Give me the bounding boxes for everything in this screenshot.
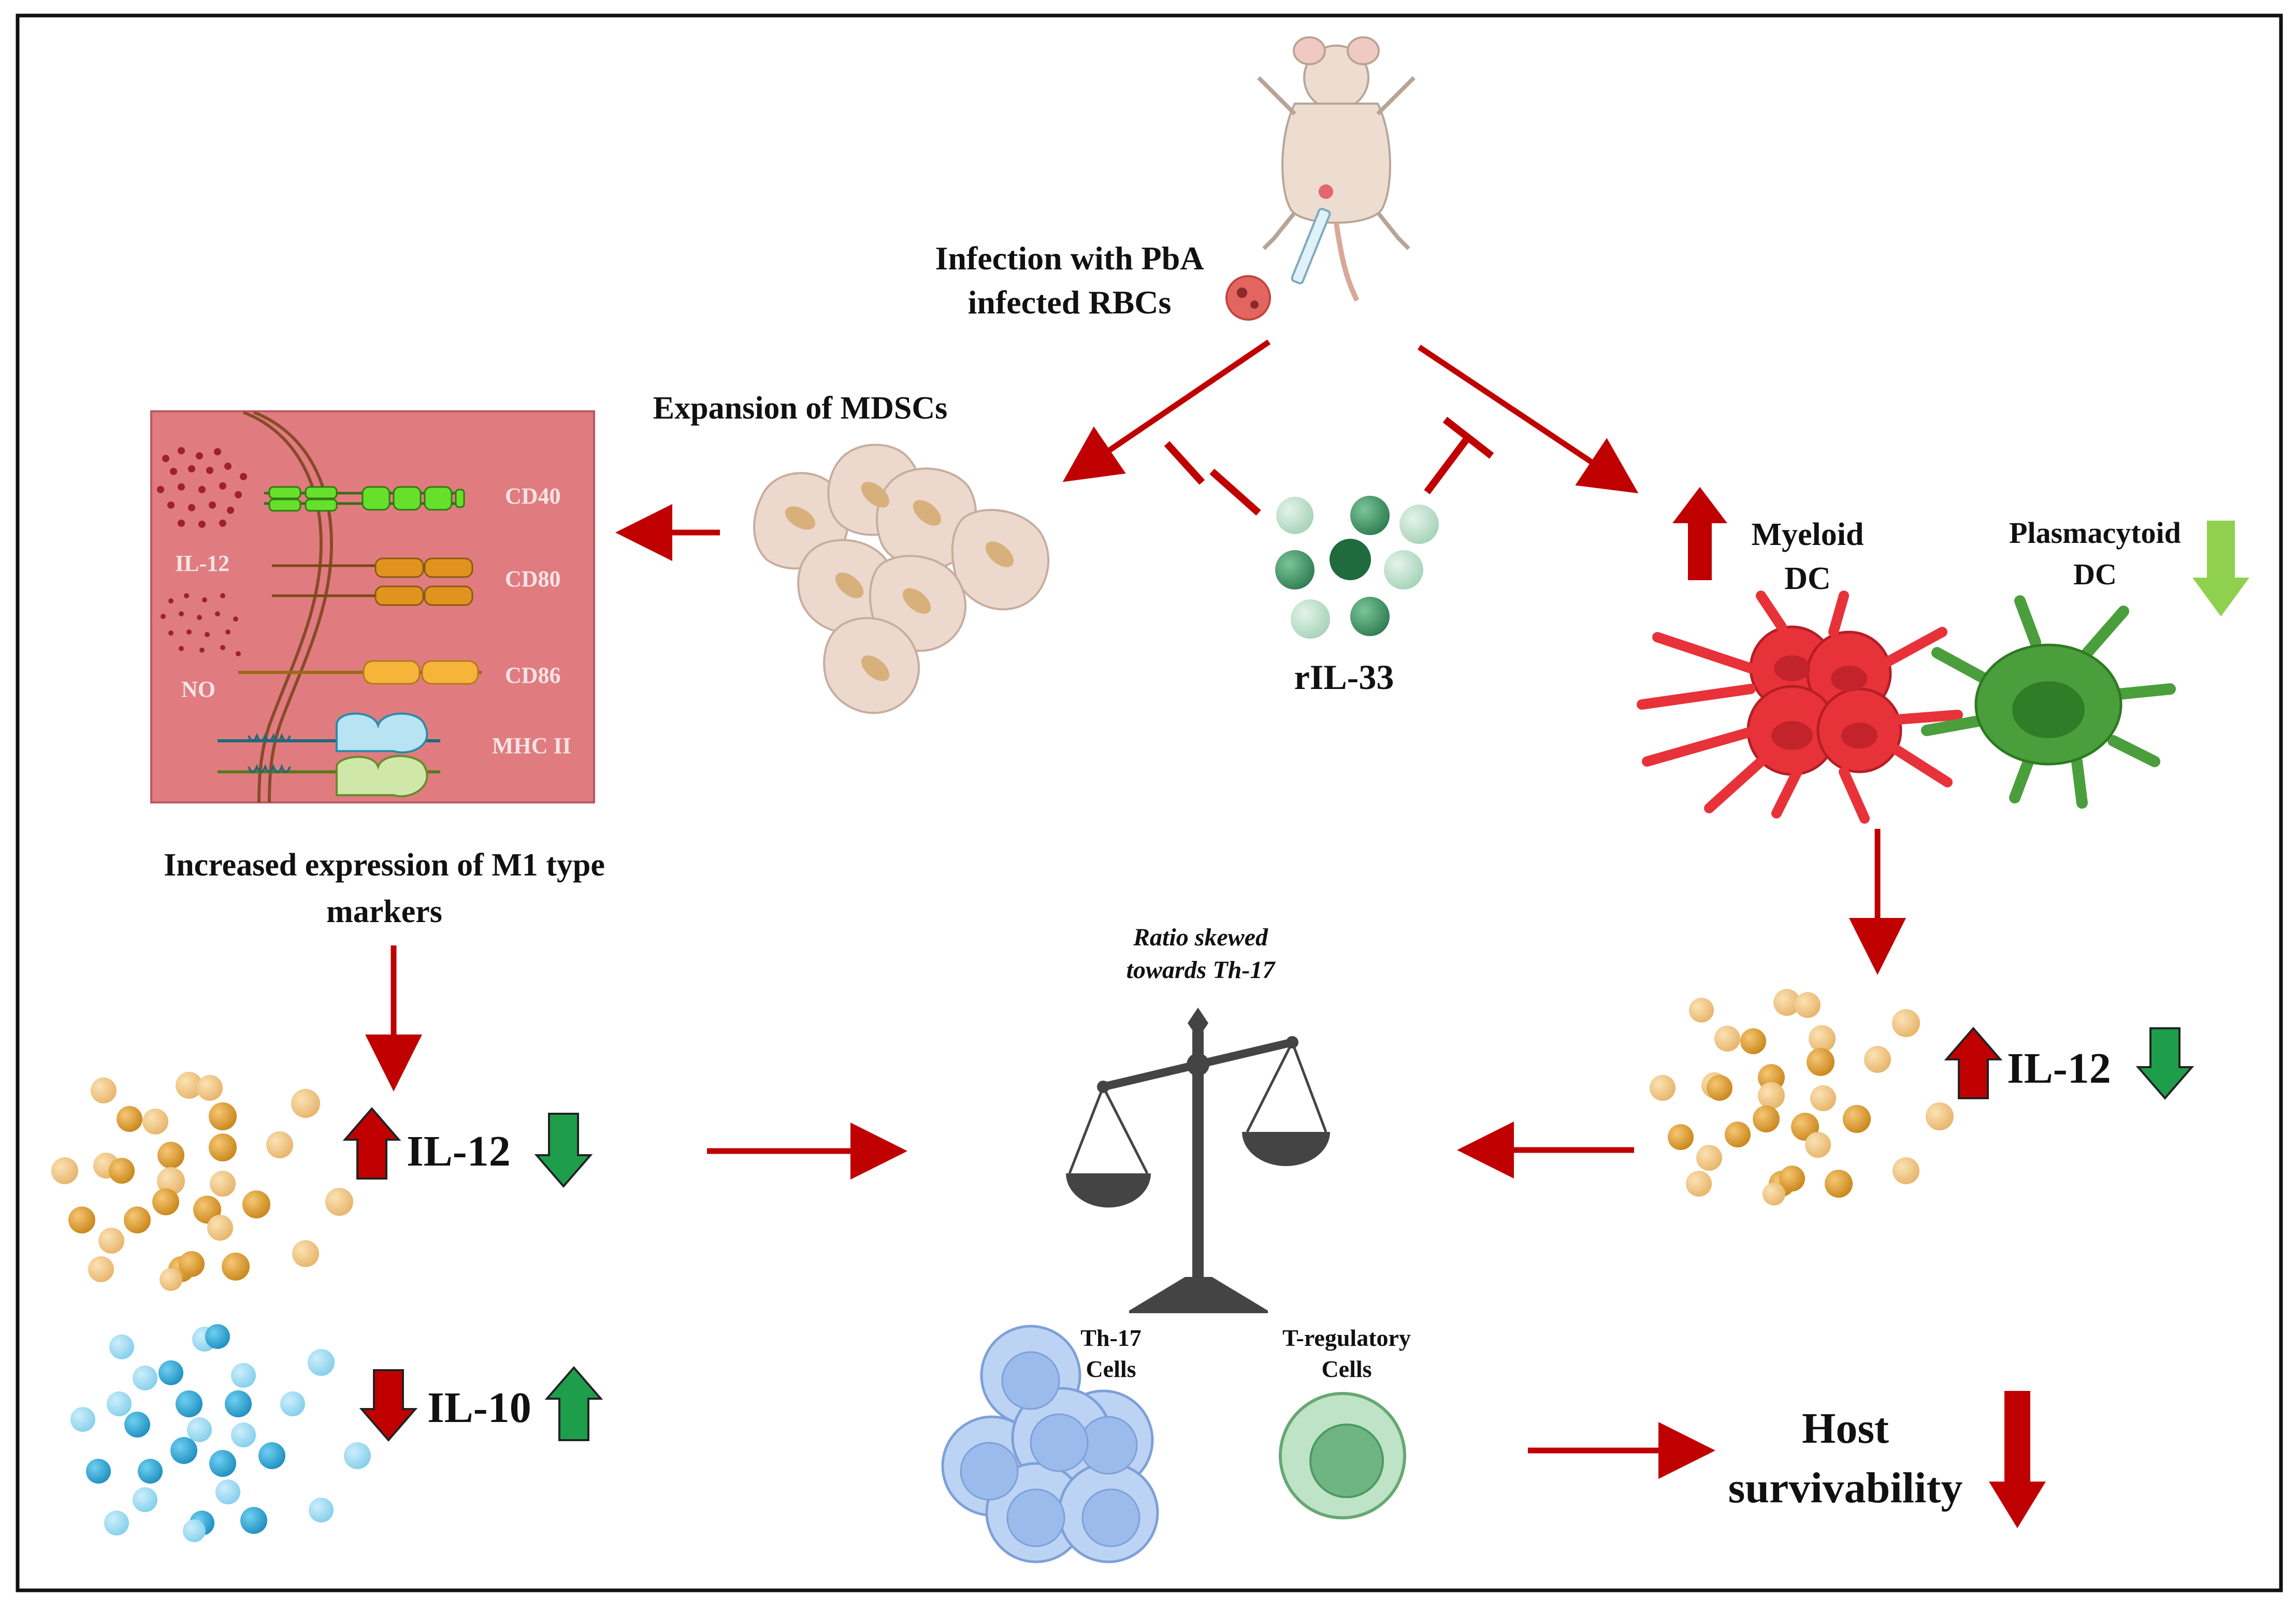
infected-rbc-icon — [1225, 275, 1271, 321]
th17-label-line2: Cells — [1086, 1356, 1136, 1382]
left-il10-down-arrow-icon — [359, 1369, 418, 1442]
marker-label-no: NO — [181, 677, 215, 702]
marker-label-cd86: CD86 — [505, 663, 561, 688]
figure-border — [16, 13, 2283, 1592]
th17-cell-nuclei — [960, 1351, 1140, 1547]
host-survivability-line2: survivability — [1728, 1464, 1963, 1512]
treg-cell-icon — [1279, 1392, 1406, 1519]
right-il12-up-arrow-icon — [1944, 1026, 2003, 1099]
myeloid-dc-label-line2: DC — [1784, 561, 1831, 596]
infection-label-line1: Infection with PbA — [935, 240, 1204, 277]
host-survivability-down-arrow-icon — [1989, 1391, 2046, 1528]
marker-label-il12: IL-12 — [175, 551, 229, 576]
left-il12-label: IL-12 — [407, 1127, 511, 1175]
left-il10-up-arrow-icon — [544, 1366, 603, 1441]
treg-label-line2: Cells — [1321, 1356, 1371, 1382]
inhibition-mdsc-head — [1164, 441, 1205, 485]
mdsc-cells-icon — [753, 443, 1049, 714]
ratio-label-line2: towards Th-17 — [1127, 956, 1276, 984]
balance-scale-icon — [1066, 1008, 1330, 1313]
ratio-label-line1: Ratio skewed — [1133, 924, 1268, 951]
myeloid-dc-icon — [1637, 591, 1963, 824]
ril33-cluster-icon — [1275, 496, 1439, 639]
ril33-label: rIL-33 — [1294, 657, 1394, 697]
plasmacytoid-dc-label-line2: DC — [2073, 557, 2117, 591]
arrow-to-dc — [1417, 344, 1639, 494]
marker-label-cd80: CD80 — [505, 566, 561, 592]
arrow-to-mdsc — [1062, 339, 1271, 482]
inhibition-mdsc-shaft — [1209, 468, 1261, 516]
m1-markers-label-line1: Increased expression of M1 type — [164, 847, 605, 883]
right-il12-down-arrow-icon — [2135, 1027, 2194, 1100]
myeloid-up-arrow-icon — [1672, 487, 1727, 580]
marker-label-cd40: CD40 — [505, 483, 561, 509]
m1-markers-label-line2: markers — [326, 894, 442, 929]
treg-label-line1: T-regulatory — [1282, 1325, 1411, 1351]
right-il12-label: IL-12 — [2007, 1044, 2111, 1093]
plasmacytoid-dc-label-line1: Plasmacytoid — [2009, 516, 2181, 550]
infection-label-line2: infected RBCs — [968, 284, 1172, 321]
mdsc-nuclei — [785, 482, 1014, 681]
myeloid-dc-label-line1: Myeloid — [1752, 517, 1864, 552]
myeloid-dc-nuclei — [1771, 655, 1878, 750]
left-il10-cytokine-cluster — [70, 1324, 371, 1542]
mouse-icon — [1257, 36, 1416, 302]
marker-label-mhc2: MHC II — [492, 733, 571, 758]
m1-marker-panel — [150, 410, 595, 803]
right-il12-cytokine-cluster — [1650, 989, 1954, 1205]
inhibition-dc-shaft — [1424, 438, 1469, 495]
inhibition-dc-head — [1442, 416, 1494, 459]
left-il12-down-arrow-icon — [534, 1113, 593, 1188]
host-survivability-line1: Host — [1802, 1404, 1889, 1453]
left-il10-label: IL-10 — [427, 1384, 531, 1432]
th17-label-line1: Th-17 — [1080, 1325, 1142, 1351]
plasmacytoid-dc-icon — [1921, 595, 2176, 809]
left-il12-cytokine-cluster — [51, 1072, 353, 1291]
left-il12-up-arrow-icon — [342, 1107, 401, 1180]
plasmacytoid-down-arrow-icon — [2192, 521, 2249, 616]
mdsc-expansion-label: Expansion of MDSCs — [653, 391, 947, 426]
